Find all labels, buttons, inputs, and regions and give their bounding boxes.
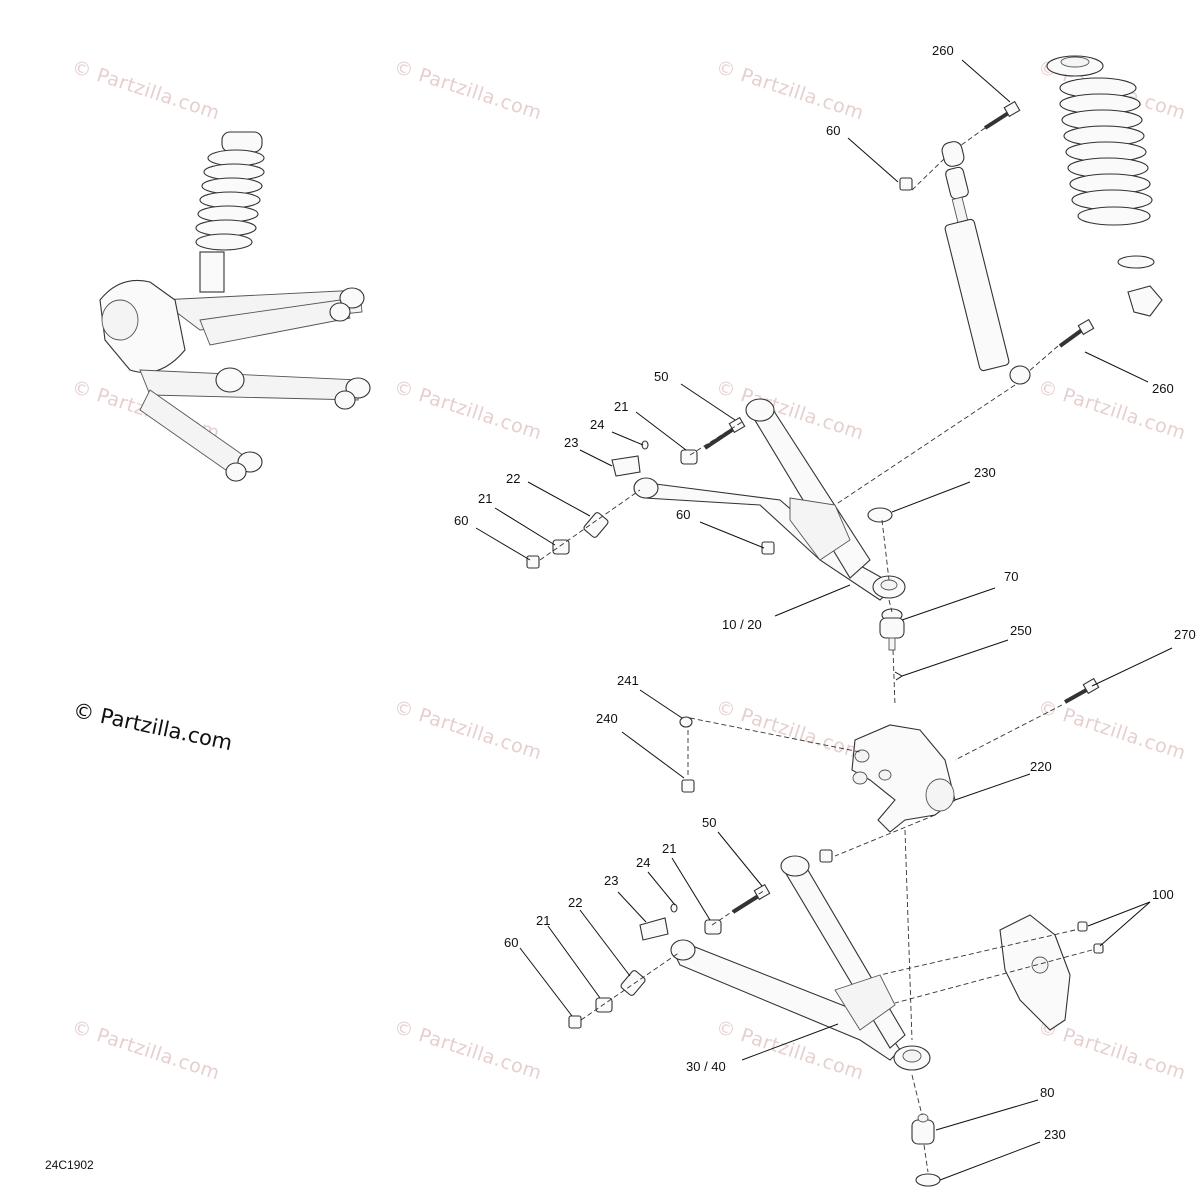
spring-seat [1127, 285, 1163, 317]
callout-270: 270 [1174, 627, 1196, 642]
callout-21-upper-a: 21 [614, 399, 629, 414]
callout-21-upper-b: 21 [478, 491, 493, 506]
callout-24-upper: 24 [590, 417, 605, 432]
callout-22-upper: 22 [506, 471, 521, 486]
callout-240: 240 [596, 711, 618, 726]
cotter-pin-250 [894, 671, 903, 681]
coil-spring [1046, 55, 1163, 317]
callout-24-lower: 24 [636, 855, 651, 870]
callout-220: 220 [1030, 759, 1052, 774]
callout-260-bottom: 260 [1152, 381, 1174, 396]
ball-joint-70 [879, 608, 905, 651]
bolt-260-top [983, 100, 1021, 130]
assembled-suspension-illustration [99, 131, 371, 482]
retaining-ring-230-lower [915, 1173, 941, 1187]
retaining-ring-230-upper [867, 507, 893, 523]
upper-a-arm [633, 398, 906, 601]
shock-absorber [941, 141, 1031, 385]
callout-23-lower: 23 [604, 873, 619, 888]
lower-a-arm [670, 855, 931, 1071]
callout-241: 241 [617, 673, 639, 688]
callout-30-40: 30 / 40 [686, 1059, 726, 1074]
nut-240 [681, 779, 695, 793]
callout-250: 250 [1010, 623, 1032, 638]
callout-21-lower-a: 21 [662, 841, 677, 856]
callout-23-upper: 23 [564, 435, 579, 450]
leader-lines [475, 59, 1173, 1181]
callout-22-lower: 22 [568, 895, 583, 910]
callout-60-upper-b: 60 [676, 507, 691, 522]
diagram-code: 24C1902 [45, 1158, 94, 1172]
callout-10-20: 10 / 20 [722, 617, 762, 632]
callout-70: 70 [1004, 569, 1019, 584]
callout-50-upper: 50 [654, 369, 669, 384]
bolt-260-bottom [1058, 318, 1095, 348]
callout-60-shock: 60 [826, 123, 841, 138]
nut-knuckle [819, 849, 833, 863]
bolt-270 [1064, 677, 1100, 704]
knuckle [851, 724, 956, 833]
callout-60-lower: 60 [504, 935, 519, 950]
callout-230-lower: 230 [1044, 1127, 1066, 1142]
upper-arm-hardware [526, 416, 775, 569]
washer-241 [679, 716, 693, 728]
assembled-lower-arm [139, 369, 361, 401]
spring-spacer-ring [1117, 255, 1155, 269]
ball-joint-80 [911, 1113, 935, 1145]
callout-60-upper-a: 60 [454, 513, 469, 528]
callout-21-lower-b: 21 [536, 913, 551, 928]
skid-plate-100 [999, 914, 1104, 1031]
callout-50-lower: 50 [702, 815, 717, 830]
nut-60-shock [899, 177, 913, 191]
callout-100: 100 [1152, 887, 1174, 902]
assembled-coil-spring [195, 131, 265, 293]
assembly-dashed-lines [539, 127, 1093, 1173]
callout-80: 80 [1040, 1085, 1055, 1100]
callout-230-upper: 230 [974, 465, 996, 480]
lower-arm-hardware [568, 883, 771, 1029]
callout-260-top: 260 [932, 43, 954, 58]
